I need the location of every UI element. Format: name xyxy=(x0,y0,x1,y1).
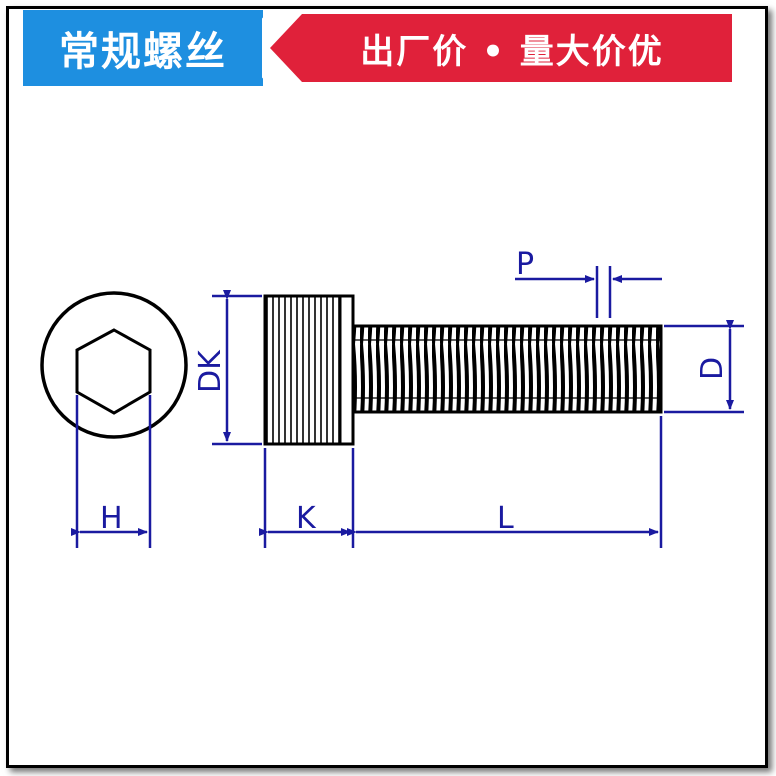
banner-right-shape xyxy=(262,10,738,86)
label-d: D xyxy=(695,357,730,380)
label-h: H xyxy=(100,501,123,536)
banner-left: 常规螺丝 xyxy=(23,10,263,86)
label-l: L xyxy=(497,501,514,536)
label-k: K xyxy=(296,501,317,536)
banner-right: 出厂价 • 量大价优 xyxy=(262,10,738,86)
banner-left-text: 常规螺丝 xyxy=(59,29,227,75)
label-p: P xyxy=(516,247,534,282)
screw-head xyxy=(263,294,355,446)
hex-socket xyxy=(75,328,152,415)
end-view xyxy=(40,291,188,439)
label-dk: DK xyxy=(193,349,228,393)
screw-shank xyxy=(351,324,663,414)
banner-right-text: 出厂价 • 量大价优 xyxy=(360,31,664,72)
